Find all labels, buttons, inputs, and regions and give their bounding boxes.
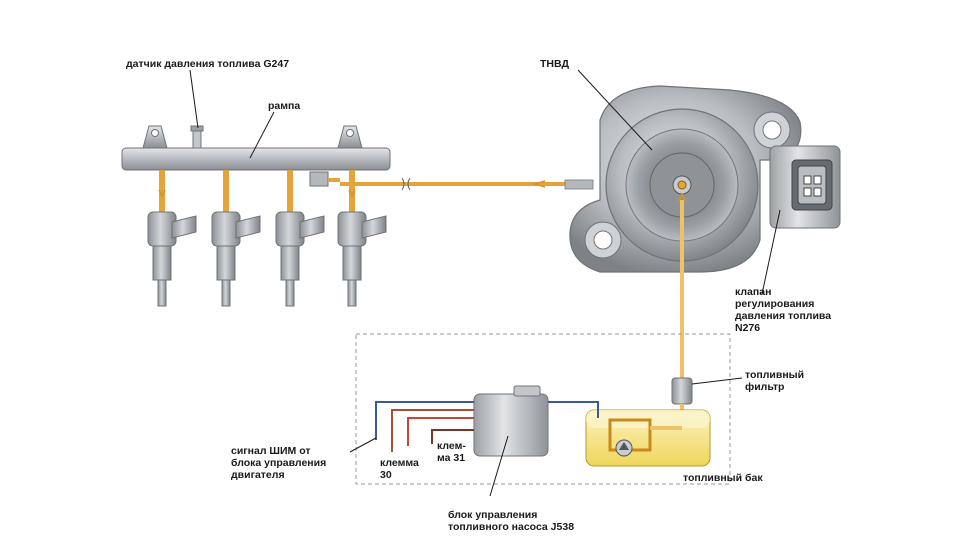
valve-label-line3: давления топлива — [735, 310, 832, 322]
leader-lines — [189, 69, 781, 497]
pressure-sensor-icon — [190, 125, 204, 149]
tank-label: топливный бак — [683, 472, 763, 484]
valve-label-line2: регулирования — [735, 298, 815, 310]
pwm-signal-label: сигнал ШИМ от блока управления двигателя — [231, 445, 326, 481]
hp-pump-label: ТНВД — [540, 58, 569, 70]
terminal-31-label: клем- ма 31 — [437, 440, 466, 464]
valve-label-line1: клапан — [735, 286, 772, 298]
fuel-injector-icon — [147, 170, 387, 307]
valve-label-line4: N276 — [735, 322, 761, 334]
pressure-regulating-valve-icon — [769, 145, 841, 229]
filter-label-line1: топливный — [745, 369, 805, 381]
control-unit-line2: топливного насоса J538 — [448, 521, 575, 533]
low-pressure-system-box — [355, 333, 731, 485]
rail-label: рампа — [268, 100, 301, 112]
high-pressure-fuel-line — [340, 177, 594, 191]
fuel-rail — [121, 125, 391, 187]
fuel-filter-icon — [671, 377, 693, 414]
fuel-tank-icon — [585, 409, 711, 467]
control-unit-line1: блок управления — [448, 509, 538, 521]
pwm-signal-line2: блока управления — [231, 457, 327, 469]
control-unit-label: блок управления топливного насоса J538 — [448, 509, 574, 533]
high-pressure-pump-icon — [569, 85, 802, 273]
valve-label: клапан регулирования давления топлива N2… — [735, 286, 831, 334]
terminal-30-label: клемма 30 — [380, 457, 419, 481]
terminal-31-line1: клем- — [437, 440, 466, 452]
terminal-30-line2: 30 — [380, 469, 392, 481]
filter-label: топливный фильтр — [745, 369, 804, 393]
terminal-31-line2: ма 31 — [437, 452, 466, 464]
pwm-signal-line3: двигателя — [231, 469, 285, 481]
pwm-signal-line1: сигнал ШИМ от — [231, 445, 311, 457]
pressure-sensor-label: датчик давления топлива G247 — [126, 58, 290, 70]
filter-label-line2: фильтр — [745, 381, 785, 393]
terminal-30-line1: клемма — [380, 457, 419, 469]
control-unit-icon — [473, 385, 549, 457]
wiring — [375, 401, 599, 452]
